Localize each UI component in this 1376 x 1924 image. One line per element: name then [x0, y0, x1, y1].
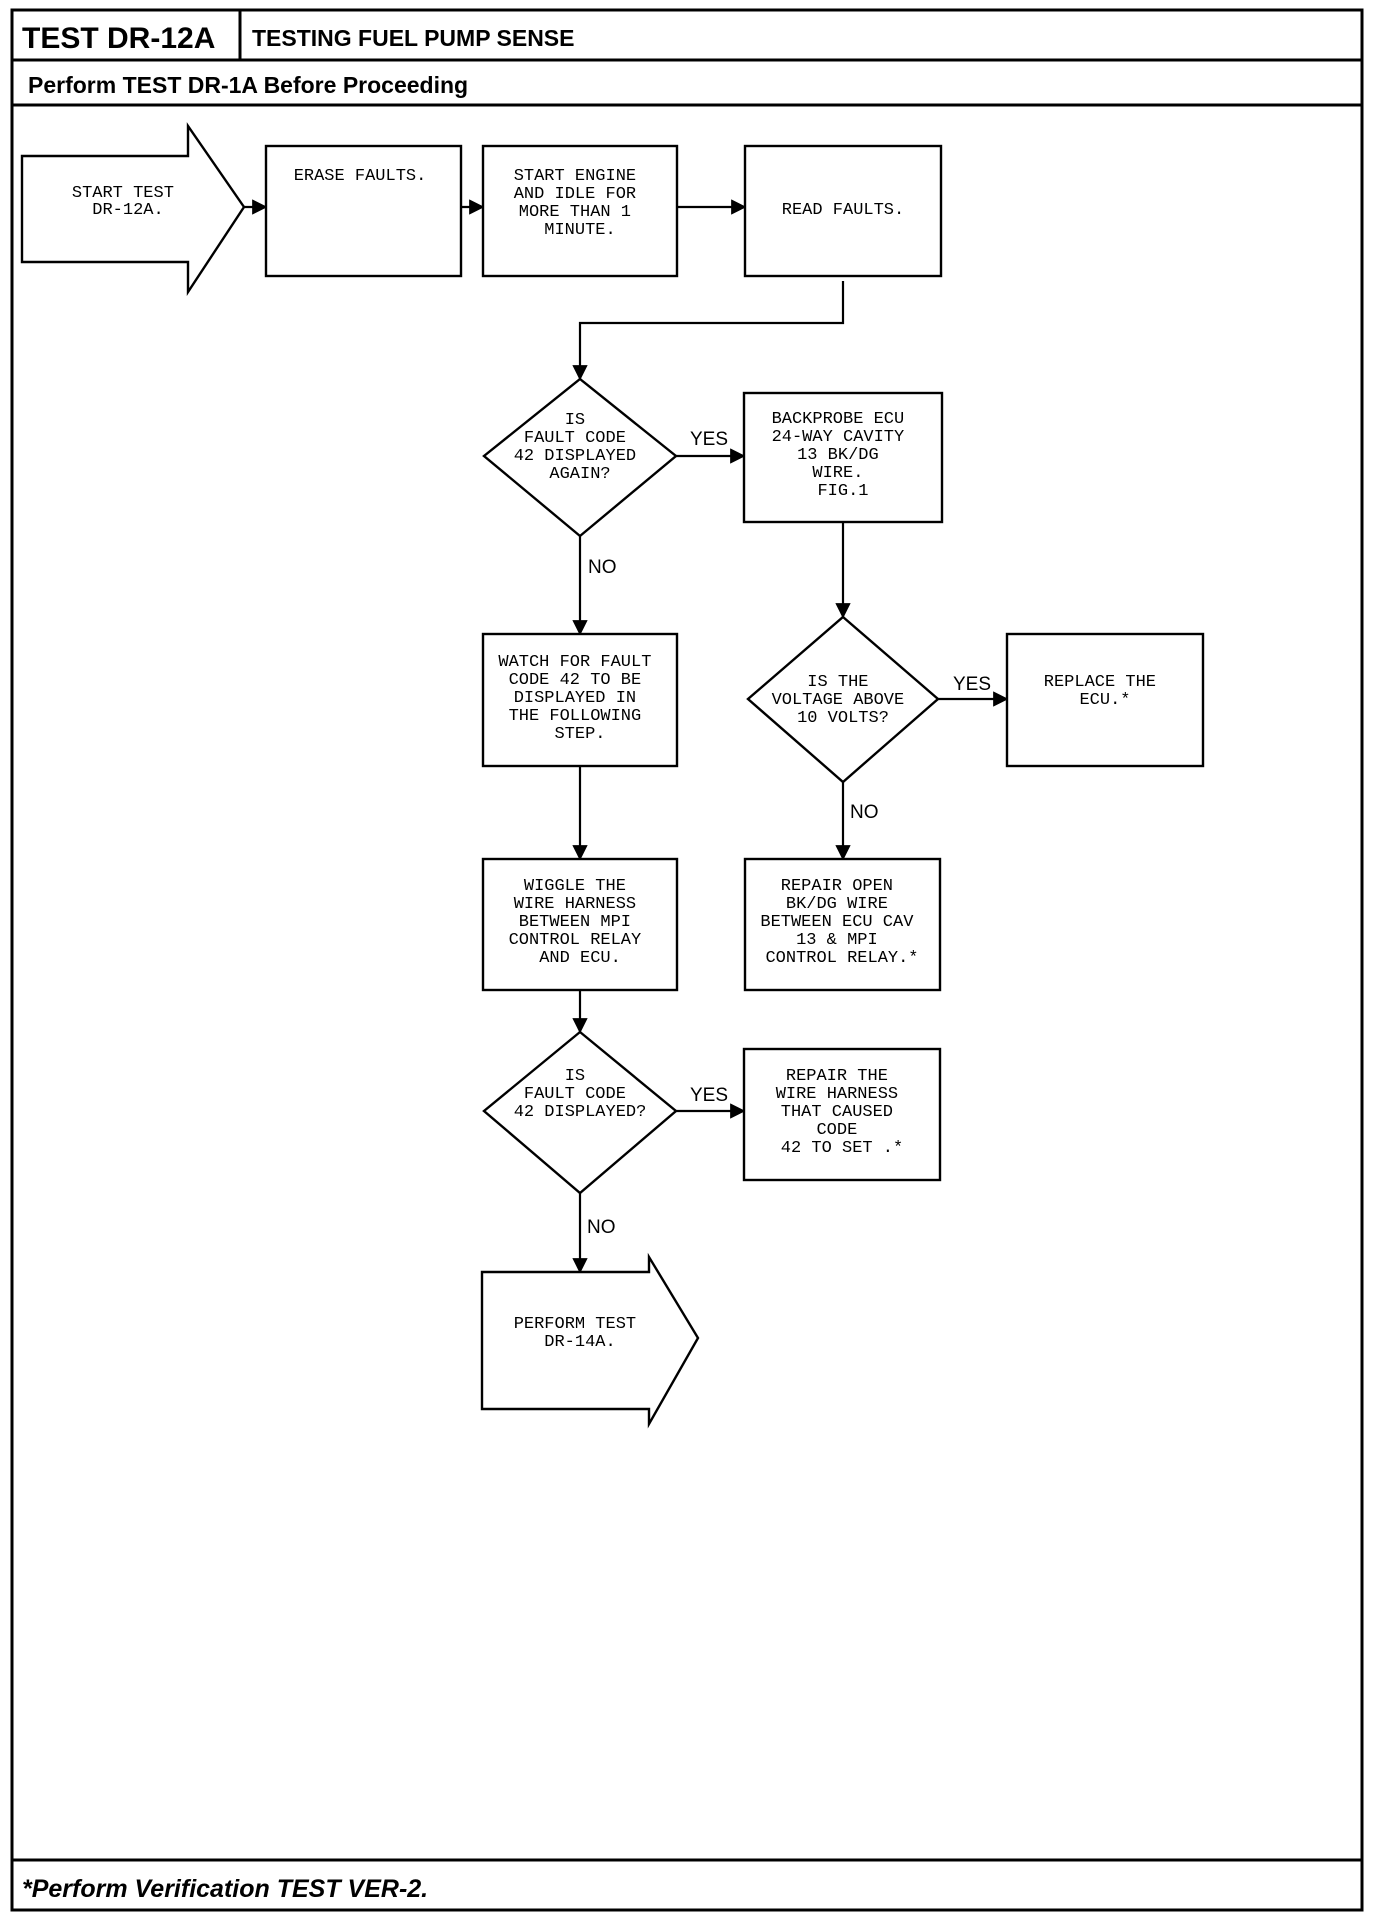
erase-faults-box-shape — [264, 144, 463, 278]
page-frame — [10, 8, 1364, 1912]
repair-wire-harness-box: REPAIR THE WIRE HARNESS THAT CAUSED CODE… — [742, 1047, 942, 1182]
end-arrow-label: PERFORM TEST DR-14A. — [514, 1315, 647, 1352]
question-voltage-above-10-label: IS THE VOLTAGE ABOVE 10 VOLTS? — [772, 673, 915, 728]
replace-ecu-box: REPLACE THE ECU.* — [1005, 632, 1205, 768]
question-code-42-again-shape — [482, 377, 678, 538]
question-code-42-displayed-shape — [482, 1030, 678, 1195]
question-voltage-above-10: IS THE VOLTAGE ABOVE 10 VOLTS? — [746, 615, 940, 784]
edge-label-no: NO — [587, 1217, 616, 1238]
repair-wire-harness-box-shape — [742, 1047, 942, 1182]
repair-wire-harness-label: REPAIR THE WIRE HARNESS THAT CAUSED CODE… — [776, 1067, 909, 1158]
start-arrow-label: START TEST DR-12A. — [72, 184, 184, 220]
watch-for-fault-box: WATCH FOR FAULT CODE 42 TO BE DISPLAYED … — [481, 632, 679, 768]
start-arrow-shape — [20, 122, 246, 297]
watch-for-fault-label: WATCH FOR FAULT CODE 42 TO BE DISPLAYED … — [498, 653, 661, 744]
edge-label-yes: YES — [690, 1085, 728, 1106]
repair-open-wire-label: REPAIR OPEN BK/DG WIRE BETWEEN ECU CAV 1… — [760, 877, 923, 968]
backprobe-ecu-box-shape — [742, 391, 944, 524]
edge-label-no: NO — [850, 802, 879, 823]
repair-open-wire-box: REPAIR OPEN BK/DG WIRE BETWEEN ECU CAV 1… — [743, 857, 942, 992]
watch-for-fault-box-shape — [481, 632, 679, 768]
edge-read-to-question-again — [572, 281, 845, 381]
prerequisite-note: Perform TEST DR-1A Before Proceeding — [28, 72, 468, 98]
repair-open-wire-box-shape — [743, 857, 942, 992]
question-code-42-displayed-label: IS FAULT CODE 42 DISPLAYED? — [514, 1067, 647, 1122]
end-arrow: PERFORM TEST DR-14A. — [480, 1252, 700, 1429]
start-engine-box-shape — [481, 144, 679, 278]
question-code-42-displayed: IS FAULT CODE 42 DISPLAYED? — [482, 1030, 678, 1195]
edge-label-yes: YES — [690, 429, 728, 450]
edge-label-yes: YES — [953, 674, 991, 695]
start-engine-label: START ENGINE AND IDLE FOR MORE THAN 1 MI… — [514, 167, 647, 240]
backprobe-ecu-label: BACKPROBE ECU 24-WAY CAVITY 13 BK/DG WIR… — [772, 410, 915, 501]
erase-faults-label: ERASE FAULTS. — [294, 167, 427, 186]
connectors — [244, 199, 1009, 1274]
edge-label-no: NO — [588, 557, 617, 578]
read-faults-box: READ FAULTS. — [743, 144, 943, 278]
wiggle-harness-label: WIGGLE THE WIRE HARNESS BETWEEN MPI CONT… — [509, 877, 652, 968]
replace-ecu-label: REPLACE THE ECU.* — [1044, 673, 1166, 710]
backprobe-ecu-box: BACKPROBE ECU 24-WAY CAVITY 13 BK/DG WIR… — [742, 391, 944, 524]
read-faults-box-shape — [743, 144, 943, 278]
start-arrow: START TEST DR-12A. — [20, 122, 246, 297]
wiggle-harness-box: WIGGLE THE WIRE HARNESS BETWEEN MPI CONT… — [481, 857, 679, 992]
end-arrow-shape — [480, 1252, 700, 1429]
verification-note: *Perform Verification TEST VER-2. — [22, 1875, 428, 1903]
replace-ecu-box-shape — [1005, 632, 1205, 768]
question-code-42-again-label: IS FAULT CODE 42 DISPLAYED AGAIN? — [514, 411, 647, 484]
read-faults-label: READ FAULTS. — [782, 201, 904, 220]
test-title: TESTING FUEL PUMP SENSE — [252, 25, 574, 51]
erase-faults-box: ERASE FAULTS. — [264, 144, 463, 278]
question-voltage-above-10-shape — [746, 615, 940, 784]
edge-labels: YES NO YES NO YES NO — [587, 429, 991, 1238]
wiggle-harness-box-shape — [481, 857, 679, 992]
nodes: START TEST DR-12A. ERASE FAULTS. START E… — [20, 122, 1205, 1429]
question-code-42-again: IS FAULT CODE 42 DISPLAYED AGAIN? — [482, 377, 678, 538]
test-id: TEST DR-12A — [22, 22, 215, 55]
start-engine-box: START ENGINE AND IDLE FOR MORE THAN 1 MI… — [481, 144, 679, 278]
